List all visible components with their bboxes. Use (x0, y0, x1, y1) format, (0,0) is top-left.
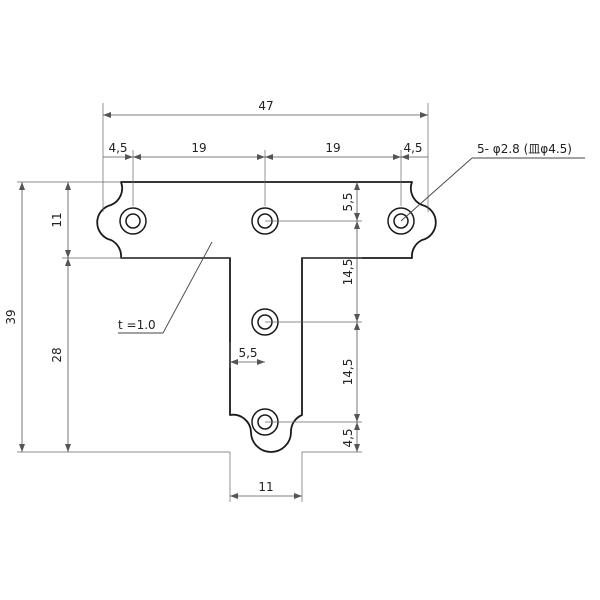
dim-text-pitch-right: 19 (325, 141, 340, 155)
extension-lines-top (102, 103, 429, 212)
hole-left (119, 207, 147, 235)
dim-text-stem-hole-offset: 5,5 (238, 346, 257, 360)
dimension-bar-height: 11 (50, 182, 71, 258)
hole-right (387, 207, 415, 235)
dim-text-stem-width: 11 (258, 480, 273, 494)
dimension-chain-top: 4,5 19 19 4,5 (103, 141, 428, 160)
dimension-stem-width: 11 (229, 452, 303, 502)
dim-text-pitch-left: 19 (191, 141, 206, 155)
extension-lines-left (17, 181, 230, 453)
hole-spec-leader: 5- φ2.8 (皿φ4.5) (400, 142, 585, 222)
hole-spec-text: 5- φ2.8 (皿φ4.5) (477, 142, 572, 156)
dim-text-overall-height: 39 (4, 309, 18, 324)
thickness-text: t =1.0 (118, 318, 156, 332)
dim-text-bottom-edge: 4,5 (341, 428, 355, 447)
dim-text-edge-right: 4,5 (403, 141, 422, 155)
t-plate-outline (96, 181, 437, 453)
dim-text-overall-width: 47 (258, 99, 273, 113)
dimension-stem-hole-offset: 5,5 (229, 342, 265, 368)
dimension-overall-height: 39 (4, 182, 25, 452)
extension-lines-right (265, 220, 362, 453)
dim-text-edge-left: 4,5 (108, 141, 127, 155)
dim-text-bar-height: 11 (50, 212, 64, 227)
dimension-chain-right: 5,5 14,5 14,5 4,5 (341, 182, 360, 452)
thickness-leader: t =1.0 (118, 241, 213, 334)
dimension-stem-length: 28 (50, 258, 71, 452)
dimension-overall-width: 47 (103, 99, 428, 118)
dim-text-pitch-v2: 14,5 (341, 359, 355, 386)
dim-text-pitch-v1: 14,5 (341, 259, 355, 286)
dim-text-stem-length: 28 (50, 347, 64, 362)
dim-text-top-hole-offset: 5,5 (341, 192, 355, 211)
